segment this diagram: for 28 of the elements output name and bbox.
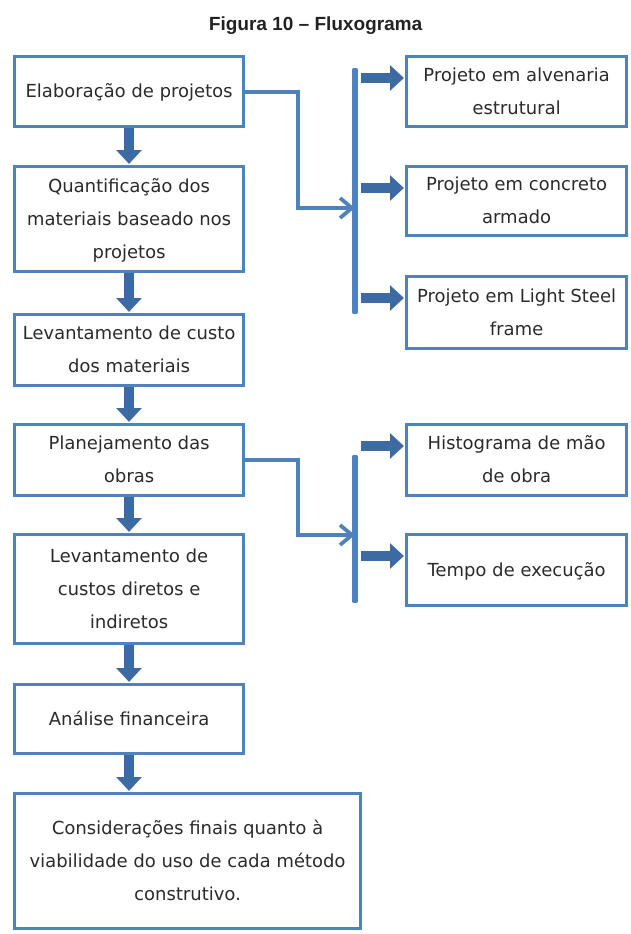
process-box: Quantificação dos materiais baseado nos projetos [13, 165, 245, 273]
process-box: Levantamento de custos diretos e indiretos [13, 533, 245, 645]
block-arrow [361, 175, 404, 201]
elbow-arrow [245, 458, 354, 547]
process-box: Projeto em alvenaria estrutural [405, 55, 628, 128]
process-box: Elaboração de projetos [13, 55, 245, 128]
branch-bar [352, 455, 358, 603]
elbow-arrow [245, 90, 354, 220]
process-box: Considerações finais quanto à viabilidade do uso de cada método construtivo. [13, 792, 362, 930]
block-arrow [116, 387, 142, 422]
process-box: Planejamento das obras [13, 423, 245, 497]
process-box: Análise financeira [13, 683, 245, 755]
process-box: Projeto em concreto armado [405, 165, 628, 237]
block-arrow [361, 285, 404, 311]
process-box: Tempo de execução [405, 533, 628, 607]
process-box: Levantamento de custo dos materiais [13, 313, 245, 387]
diagram-title: Figura 10 – Fluxograma [208, 14, 424, 36]
process-box: Projeto em Light Steel frame [405, 275, 628, 350]
process-box: Histograma de mão de obra [405, 423, 628, 497]
block-arrow [116, 273, 142, 312]
block-arrow [116, 645, 142, 682]
block-arrow [361, 433, 404, 459]
block-arrow [116, 497, 142, 532]
block-arrow [361, 65, 404, 91]
block-arrow [116, 755, 142, 791]
branch-bar [352, 68, 358, 314]
block-arrow [361, 543, 404, 569]
block-arrow [116, 128, 142, 164]
